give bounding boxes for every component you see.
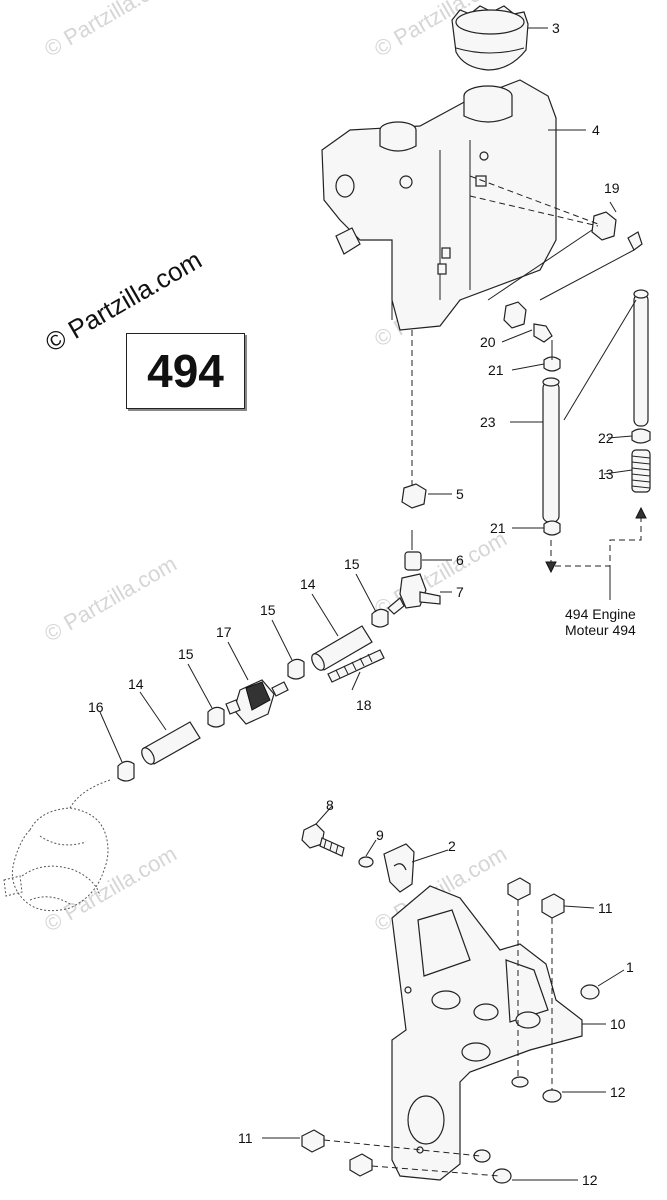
engine-label: 494 bbox=[147, 345, 224, 397]
callout-13: 13 bbox=[598, 466, 614, 482]
hose-23 bbox=[542, 377, 560, 523]
nut-11-bottom bbox=[301, 1129, 373, 1177]
callout-9: 9 bbox=[376, 827, 384, 843]
engine-note: 494 Engine Moteur 494 bbox=[565, 606, 665, 638]
callout-16: 16 bbox=[88, 699, 104, 715]
callout-3: 3 bbox=[552, 20, 560, 36]
bracket-10 bbox=[391, 885, 583, 1181]
callout-17: 17 bbox=[216, 624, 232, 640]
grommet-5 bbox=[401, 483, 427, 509]
callout-5: 5 bbox=[456, 486, 464, 502]
callout-14-b: 14 bbox=[128, 676, 144, 692]
callout-23: 23 bbox=[480, 414, 496, 430]
spring-18 bbox=[327, 649, 385, 683]
callout-12-bottom: 12 bbox=[582, 1172, 598, 1188]
callout-20: 20 bbox=[480, 334, 496, 350]
bolt-8 bbox=[301, 823, 345, 857]
callout-7: 7 bbox=[456, 584, 464, 600]
callout-14-a: 14 bbox=[300, 576, 316, 592]
spring-13 bbox=[631, 449, 651, 493]
washer-12-bottom bbox=[473, 1149, 512, 1184]
callout-12-top: 12 bbox=[610, 1084, 626, 1100]
callout-15-c: 15 bbox=[178, 646, 194, 662]
callout-6: 6 bbox=[456, 552, 464, 568]
fuel-filter-17 bbox=[225, 679, 289, 725]
cap-part bbox=[451, 5, 529, 71]
hose-14-upper bbox=[311, 625, 373, 671]
hose-right bbox=[633, 289, 649, 427]
carburetor-phantom bbox=[3, 779, 111, 912]
callout-2: 2 bbox=[448, 838, 456, 854]
callout-15-b: 15 bbox=[260, 602, 276, 618]
clamp-22 bbox=[631, 428, 651, 444]
clamp-16 bbox=[117, 760, 135, 782]
callout-11-top: 11 bbox=[598, 900, 613, 916]
callout-10: 10 bbox=[610, 1016, 626, 1032]
callout-15-a: 15 bbox=[344, 556, 360, 572]
callout-21-lower: 21 bbox=[490, 520, 506, 536]
nut-11-top bbox=[507, 877, 565, 919]
grommet-19 bbox=[591, 211, 643, 251]
callout-22: 22 bbox=[598, 430, 614, 446]
callout-1: 1 bbox=[626, 959, 634, 975]
clamp-21-top bbox=[543, 356, 561, 372]
engine-note-line1: 494 Engine bbox=[565, 606, 636, 622]
valve-7 bbox=[387, 573, 441, 615]
callout-4: 4 bbox=[592, 122, 600, 138]
engine-label-box: 494 bbox=[126, 333, 245, 409]
washer-12-top bbox=[511, 1076, 562, 1103]
oil-tank-part bbox=[321, 79, 557, 331]
hose-14-lower bbox=[141, 721, 201, 765]
washer-1 bbox=[580, 984, 600, 1000]
clamp-21-bottom bbox=[543, 520, 561, 536]
callout-19: 19 bbox=[604, 180, 620, 196]
fitting-6 bbox=[404, 530, 422, 571]
callout-11-bottom: 11 bbox=[238, 1130, 253, 1146]
clamp-15-b bbox=[287, 658, 305, 680]
washer-9 bbox=[358, 856, 374, 868]
callout-21: 21 bbox=[488, 362, 504, 378]
callout-8: 8 bbox=[326, 797, 334, 813]
grommet-20 bbox=[503, 301, 553, 343]
clamp-15-a bbox=[371, 608, 389, 628]
callout-18: 18 bbox=[356, 697, 372, 713]
clamp-15-c bbox=[207, 706, 225, 728]
clip-2 bbox=[383, 843, 415, 893]
engine-note-line2: Moteur 494 bbox=[565, 622, 636, 638]
